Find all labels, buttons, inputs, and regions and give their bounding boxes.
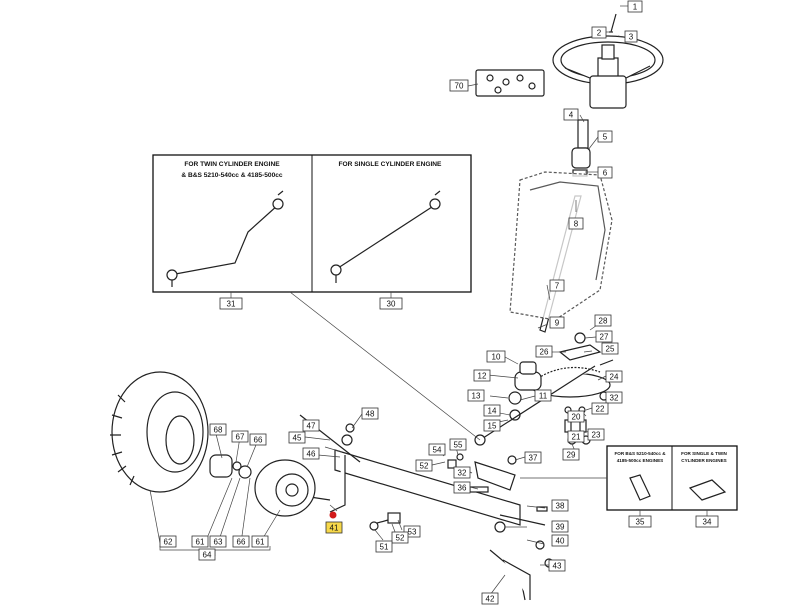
steering-gear-assembly <box>508 332 614 445</box>
engine-inset-panel: FOR TWIN CYLINDER ENGINE & B&S 5210-540c… <box>152 154 481 441</box>
callout-66-lower: 66 <box>237 538 246 547</box>
callout-7: 7 <box>555 282 560 291</box>
callout-45: 45 <box>293 434 302 443</box>
callout-13: 13 <box>472 392 481 401</box>
callout-32-right: 32 <box>610 394 619 403</box>
callout-61-right: 61 <box>256 538 265 547</box>
callout-41-highlighted: 41 <box>330 524 339 533</box>
callout-54: 54 <box>433 446 442 455</box>
callout-67: 67 <box>236 433 245 442</box>
callout-6: 6 <box>603 169 608 178</box>
callout-27: 27 <box>600 333 609 342</box>
callout-23: 23 <box>592 431 601 440</box>
callout-40: 40 <box>556 537 565 546</box>
callout-68: 68 <box>214 426 223 435</box>
tie-rod-single <box>330 190 441 283</box>
callout-5: 5 <box>603 133 608 142</box>
callout-15: 15 <box>488 422 497 431</box>
steering-wheel <box>552 13 664 109</box>
callout-24: 24 <box>610 373 619 382</box>
highlight-marker-dot <box>329 511 337 519</box>
callout-66: 66 <box>254 436 263 445</box>
callout-32-left: 32 <box>458 469 467 478</box>
callout-20: 20 <box>572 413 581 422</box>
callout-39: 39 <box>556 523 565 532</box>
callout-61-left: 61 <box>196 538 205 547</box>
hardware-kit <box>475 69 545 97</box>
single-cylinder-title: FOR SINGLE CYLINDER ENGINE <box>339 161 443 168</box>
part-number-31: 31 <box>227 300 236 309</box>
callout-11: 11 <box>539 392 548 401</box>
wheel-rim <box>209 454 316 517</box>
bracket-right-title-line1: FOR SINGLE & TWIN <box>681 451 727 456</box>
callout-29: 29 <box>567 451 576 460</box>
callout-14: 14 <box>488 407 497 416</box>
callout-52-upper: 52 <box>420 462 429 471</box>
callout-3: 3 <box>629 33 634 42</box>
callout-51: 51 <box>380 543 389 552</box>
front-tire <box>110 371 209 493</box>
tie-rod-twin <box>166 190 284 287</box>
bracket-right-title-line2: CYLINDER ENGINES <box>681 458 726 463</box>
bracket-left-title-line2: 4185-500cc ENGINES <box>617 458 663 463</box>
callout-38: 38 <box>556 502 565 511</box>
callout-70: 70 <box>455 82 464 91</box>
part-number-34: 34 <box>703 518 712 527</box>
callout-46: 46 <box>307 450 316 459</box>
part-number-30: 30 <box>387 300 396 309</box>
callout-25: 25 <box>606 345 615 354</box>
callout-26: 26 <box>540 348 549 357</box>
callout-55: 55 <box>454 441 463 450</box>
front-axle <box>299 414 554 601</box>
callout-43: 43 <box>553 562 562 571</box>
callout-8: 8 <box>574 220 579 229</box>
callout-42: 42 <box>486 595 495 604</box>
callout-21: 21 <box>572 433 581 442</box>
callout-9: 9 <box>555 319 560 328</box>
callout-37: 37 <box>529 454 538 463</box>
callout-12: 12 <box>478 372 487 381</box>
callout-48: 48 <box>366 410 375 419</box>
bracket-left-title-line1: FOR B&S 5210-540cc & <box>614 451 666 456</box>
bracket-inset-panel: FOR B&S 5210-540cc & 4185-500cc ENGINES … <box>520 445 738 528</box>
callout-28: 28 <box>599 317 608 326</box>
callout-36: 36 <box>458 484 467 493</box>
callout-22: 22 <box>596 405 605 414</box>
callout-2: 2 <box>597 29 602 38</box>
callouts: 1 2 3 70 4 5 6 8 7 9 28 27 26 25 10 12 2… <box>159 0 643 605</box>
callout-53: 53 <box>408 528 417 537</box>
callout-62: 62 <box>164 538 173 547</box>
twin-cylinder-title-line2: & B&S 5210-540cc & 4185-500cc <box>181 172 283 179</box>
callout-64: 64 <box>203 551 212 560</box>
callout-4: 4 <box>569 111 574 120</box>
spindle-hardware <box>300 492 401 531</box>
twin-cylinder-title-line1: FOR TWIN CYLINDER ENGINE <box>184 161 280 168</box>
callout-47: 47 <box>307 422 316 431</box>
dash-frame <box>509 171 613 321</box>
part-number-35: 35 <box>636 518 645 527</box>
callout-1: 1 <box>633 3 638 12</box>
callout-52-lower: 52 <box>396 534 405 543</box>
callout-10: 10 <box>492 353 501 362</box>
callout-63: 63 <box>214 538 223 547</box>
